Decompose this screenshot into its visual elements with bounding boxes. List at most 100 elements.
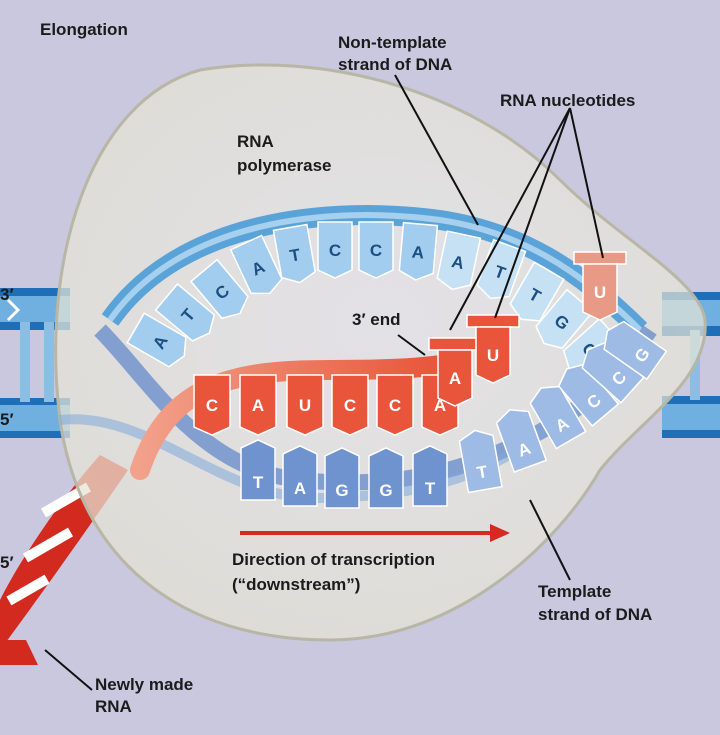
leader-nucleotide-2 (494, 107, 571, 319)
incoming-nucleotide-base: U (582, 263, 618, 321)
non-template-base-letter: C (370, 241, 382, 260)
leader-nucleotide-3 (569, 107, 604, 259)
non-template-base-letter: A (411, 242, 425, 262)
rna-base-shape (376, 374, 414, 436)
incoming-nucleotide-base: A (437, 349, 473, 407)
template-base-shape (324, 447, 360, 509)
label-newly-made-2: RNA (95, 697, 132, 716)
rna-base-letter: C (389, 396, 401, 415)
incoming-nucleotide-base-letter: U (594, 283, 606, 302)
incoming-nucleotide-base-letter: A (449, 369, 461, 388)
non-template-base-letter: C (329, 241, 341, 260)
rna-polymerase-enzyme (54, 63, 707, 642)
incoming-nucleotide-base-shape (475, 326, 511, 384)
rna-base-shape (286, 374, 324, 436)
incoming-nucleotide: A (428, 337, 482, 407)
non-template-base-shape (154, 282, 216, 342)
incoming-nucleotide-base: U (475, 326, 511, 384)
label-template-1: Template (538, 582, 611, 601)
non-template-base-letter: T (288, 245, 302, 266)
template-base: A (495, 409, 548, 473)
template-base: A (282, 445, 318, 507)
label-direction-1: Direction of transcription (232, 550, 435, 569)
label-rna-nucleotides: RNA nucleotides (500, 91, 635, 110)
rna-base-letter: C (206, 396, 218, 415)
template-base: C (557, 363, 620, 427)
leader-nucleotide-1 (449, 107, 571, 331)
non-template-base: T (154, 282, 216, 342)
template-base-shape (412, 445, 448, 507)
non-template-base-shape (436, 230, 482, 291)
nucleotide-triphosphate (466, 314, 520, 328)
leader-3-end (397, 334, 426, 356)
template-base-shape (495, 409, 548, 473)
template-base-shape (603, 320, 668, 381)
strand-end-left-bottom: 5′ (0, 553, 14, 572)
template-base-shape (240, 439, 276, 501)
rna-base: C (331, 374, 369, 436)
template-base-letter: A (515, 439, 533, 461)
label-3-prime-end: 3′ end (352, 310, 400, 329)
label-rna-polymerase-2: polymerase (237, 156, 332, 175)
strand-end-left-middle: 5′ (0, 410, 14, 429)
non-template-base-shape (189, 258, 249, 320)
non-template-base-shape (509, 261, 565, 322)
rna-base: U (286, 374, 324, 436)
template-base: T (458, 429, 503, 494)
template-base-letter: T (475, 462, 489, 483)
non-template-strand (101, 205, 648, 338)
label-template-2: strand of DNA (538, 605, 652, 624)
template-base: G (368, 447, 404, 509)
leader-newly-made (44, 649, 93, 691)
label-non-template-2: strand of DNA (338, 55, 452, 74)
template-base-letter: G (335, 481, 348, 500)
rna-base-letter: C (344, 396, 356, 415)
non-template-base: C (317, 221, 353, 279)
non-template-base: C (189, 258, 249, 320)
label-non-template-1: Non-template (338, 33, 447, 52)
template-base-letter: T (425, 479, 436, 498)
incoming-rna-nucleotides: AUU (428, 251, 627, 407)
non-template-base-shape (317, 221, 353, 279)
rna-base-letter: U (299, 396, 311, 415)
template-base-letter: T (253, 473, 264, 492)
non-template-base: T (509, 261, 565, 322)
template-base-letter: A (294, 479, 306, 498)
non-template-base: A (436, 230, 482, 291)
non-template-base-shape (229, 234, 283, 295)
rna-base: A (239, 374, 277, 436)
strand-end-left-top: 3′ (0, 285, 14, 304)
direction-arrow (240, 524, 510, 542)
rna-base: C (193, 374, 231, 436)
rna-base: C (376, 374, 414, 436)
diagram-title: Elongation (40, 20, 128, 39)
rna-base-shape (239, 374, 277, 436)
rna-base-shape (193, 374, 231, 436)
template-base-shape (529, 385, 587, 450)
incoming-nucleotide: U (466, 314, 520, 384)
leader-template (529, 499, 571, 581)
template-base: A (529, 385, 587, 450)
non-template-base: T (272, 223, 317, 284)
incoming-nucleotide-base-shape (437, 349, 473, 407)
non-template-base-shape (398, 221, 439, 281)
label-newly-made-1: Newly made (95, 675, 193, 694)
non-template-base: A (229, 234, 283, 295)
non-template-base-letter: A (450, 252, 466, 273)
nucleotide-triphosphate (573, 251, 627, 265)
template-base: G (603, 320, 668, 381)
leader-lines (44, 74, 604, 691)
rna-strand (130, 355, 450, 480)
non-template-base-shape (358, 221, 394, 279)
template-base: G (324, 447, 360, 509)
non-template-base: A (398, 221, 439, 281)
template-base-letter: G (379, 481, 392, 500)
rna-base-shape (331, 374, 369, 436)
non-template-base-shape (126, 312, 187, 368)
rna-base-letter: A (252, 396, 264, 415)
template-base-shape (458, 429, 503, 494)
incoming-nucleotide-base-shape (582, 263, 618, 321)
